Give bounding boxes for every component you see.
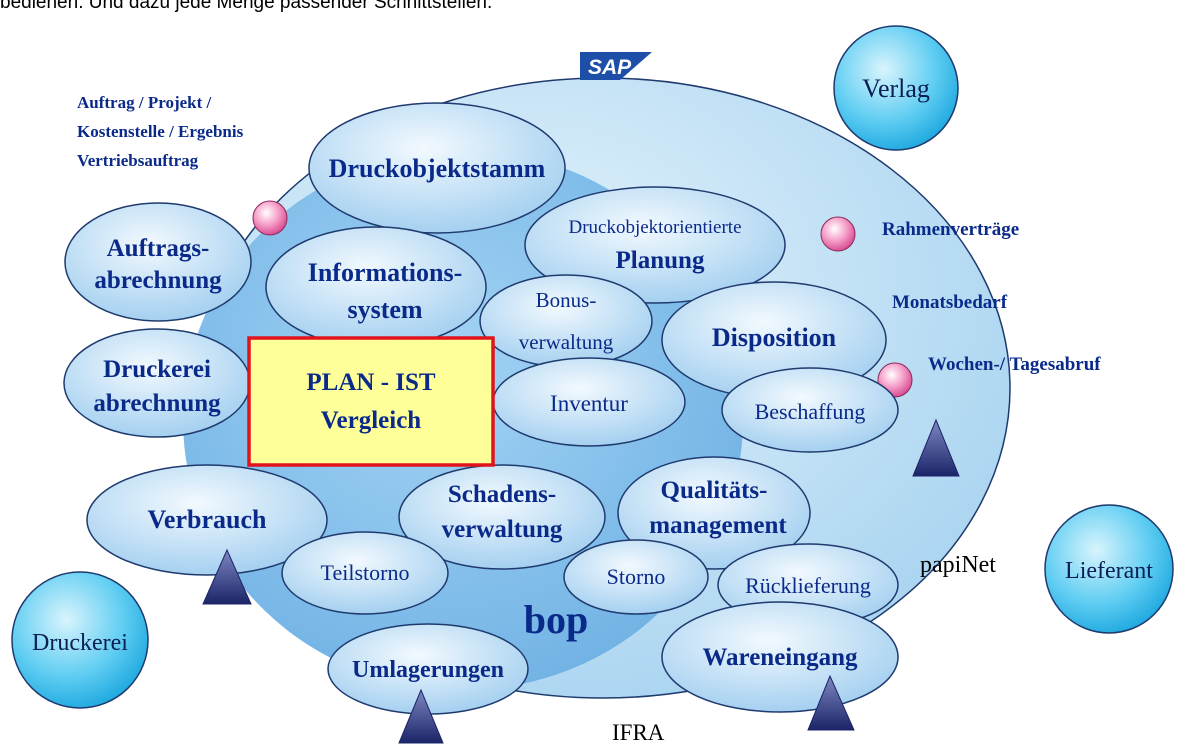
module-label-auftrags-1: Auftrags- — [107, 235, 210, 262]
module-label-storno: Storno — [607, 564, 666, 589]
module-label-umlagerungen: Umlagerungen — [352, 657, 504, 683]
side-text-monatsbedarf: Monatsbedarf — [892, 292, 1008, 313]
side-text-auftrag-2: Kostenstelle / Ergebnis — [77, 122, 244, 141]
papinet-label: papiNet — [920, 552, 996, 578]
module-label-qualitaet-2: management — [649, 512, 787, 539]
module-label-beschaffung: Beschaffung — [755, 399, 866, 424]
module-label-info-2: system — [347, 295, 422, 324]
triangle-umlagerungen — [398, 688, 444, 744]
module-label-qualitaet-1: Qualitäts- — [661, 477, 768, 504]
satellite-druckerei: Druckerei — [11, 571, 149, 709]
module-qualitaetsmanagement — [617, 456, 811, 570]
module-informationssystem — [265, 226, 487, 348]
module-teilstorno — [281, 531, 449, 615]
intro-text-line: bedienen. Und dazu jede Menge passender … — [0, 0, 493, 13]
module-label-teilstorno: Teilstorno — [321, 560, 410, 585]
module-verbrauch — [86, 464, 328, 576]
plan-ist-line-2: Vergleich — [321, 407, 422, 434]
svg-text:Druckerei: Druckerei — [32, 630, 128, 656]
module-druckobjektstamm — [308, 102, 566, 234]
module-label-auftrags-2: abrechnung — [94, 267, 222, 294]
module-druckerei-abrechnung — [63, 328, 251, 438]
plan-ist-line-1: PLAN - IST — [306, 369, 436, 396]
module-schadensverwaltung — [398, 464, 606, 570]
pink-sphere-right-top — [820, 216, 856, 252]
module-storno — [563, 539, 709, 615]
satellite-lieferant: Lieferant — [1044, 504, 1174, 634]
sap-logo: SAP — [580, 52, 652, 80]
module-label-verbrauch: Verbrauch — [148, 505, 267, 534]
module-beschaffung — [721, 367, 899, 453]
svg-text:SAP: SAP — [588, 56, 632, 79]
module-label-druckerei-abr-1: Druckerei — [103, 356, 211, 383]
module-label-schadens-1: Schadens- — [448, 481, 556, 508]
triangle-verbrauch — [202, 548, 252, 605]
side-text-rahmenvertraege: Rahmenverträge — [882, 219, 1019, 240]
module-auftragsabrechnung — [64, 202, 252, 322]
module-druckobjektorientierte-planung — [524, 186, 786, 304]
module-label-schadens-2: verwaltung — [442, 516, 563, 543]
module-label-bonus-2: verwaltung — [519, 330, 614, 354]
pink-sphere-left — [252, 200, 288, 236]
module-label-disposition: Disposition — [712, 323, 837, 352]
module-wareneingang — [661, 601, 899, 713]
svg-text:Lieferant: Lieferant — [1065, 558, 1153, 584]
module-label-dop-2: Planung — [616, 247, 705, 274]
svg-text:Verlag: Verlag — [862, 74, 930, 103]
satellite-verlag: Verlag — [833, 25, 959, 151]
ifra-label: IFRA — [612, 720, 665, 745]
side-text-wochen-tagesabruf: Wochen-/ Tagesabruf — [928, 354, 1101, 375]
side-text-auftrag-3: Vertriebsauftrag — [77, 151, 199, 170]
module-label-druckerei-abr-2: abrechnung — [93, 390, 221, 417]
module-label-info-1: Informations- — [308, 258, 463, 287]
module-label-wareneingang: Wareneingang — [702, 644, 858, 671]
module-label-bonus-1: Bonus- — [536, 288, 597, 312]
triangle-wareneingang — [807, 674, 855, 731]
plan-ist-box — [247, 336, 495, 467]
side-text-auftrag-1: Auftrag / Projekt / — [77, 93, 212, 112]
triangle-beschaffung — [912, 418, 960, 477]
module-label-druckobjektstamm: Druckobjektstamm — [329, 154, 546, 183]
module-label-dop-1: Druckobjektorientierte — [568, 217, 741, 238]
bop-label: bop — [524, 597, 589, 642]
module-label-inventur: Inventur — [550, 391, 628, 416]
module-label-ruecklieferung: Rücklieferung — [745, 573, 871, 598]
